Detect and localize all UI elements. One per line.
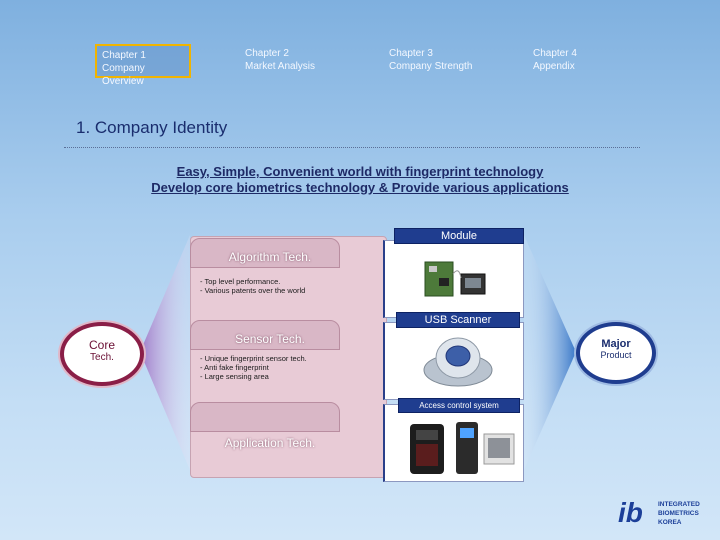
- right-funnel: [524, 235, 576, 470]
- nav-chapter-1-number: Chapter 1: [102, 50, 146, 61]
- nav-chapter-3-title: Company Strength: [389, 61, 473, 72]
- major-title: Major: [601, 338, 631, 350]
- core-circle: Core Tech.: [60, 322, 144, 386]
- sensor-tech-label: Sensor Tech.: [235, 332, 305, 346]
- module-label: Module: [394, 228, 524, 244]
- nav-chapter-3-number: Chapter 3: [389, 48, 433, 59]
- logo-text-1: INTEGRATED: [658, 501, 700, 508]
- major-subtitle: Product: [600, 350, 632, 360]
- section-title: 1. Company Identity: [76, 118, 228, 137]
- sensor-bullets: - Unique fingerprint sensor tech. - Anti…: [200, 354, 307, 381]
- application-tech-label: Application Tech.: [224, 436, 316, 450]
- logo-mark: ib: [618, 497, 643, 528]
- algorithm-tab: [190, 238, 340, 268]
- nav-chapter-1[interactable]: Chapter 1 Company Overview: [95, 44, 191, 87]
- nav-chapter-2[interactable]: Chapter 2 Market Analysis: [240, 44, 340, 78]
- major-circle: Major Product: [576, 322, 656, 384]
- tech-panel: [190, 236, 387, 478]
- module-image: [424, 261, 486, 297]
- nav-chapter-4-number: Chapter 4: [533, 48, 577, 59]
- algorithm-tech-label: Algorithm Tech.: [228, 250, 312, 264]
- nav-chapter-4[interactable]: Chapter 4 Appendix: [528, 44, 608, 78]
- title-divider: [64, 147, 640, 148]
- usb-scanner-image: [423, 337, 493, 387]
- usb-scanner-label: USB Scanner: [396, 312, 520, 328]
- nav-chapter-2-title: Market Analysis: [245, 61, 316, 72]
- nav-chapter-1-title: Company Overview: [102, 63, 145, 87]
- company-logo: ib INTEGRATED BIOMETRICS KOREA: [618, 498, 708, 532]
- left-funnel: [140, 235, 190, 470]
- core-title: Core: [88, 338, 115, 352]
- logo-text-3: KOREA: [658, 519, 682, 526]
- tagline-1: Easy, Simple, Convenient world with fing…: [176, 164, 544, 179]
- nav-chapter-2-number: Chapter 2: [245, 48, 289, 59]
- application-tab: [190, 402, 340, 432]
- access-control-label: Access control system: [398, 398, 520, 413]
- sensor-tab: [190, 320, 340, 350]
- nav-chapter-3[interactable]: Chapter 3 Company Strength: [384, 44, 494, 78]
- algorithm-bullets: - Top level performance. - Various paten…: [200, 277, 306, 295]
- tagline-2: Develop core biometrics technology & Pro…: [151, 180, 569, 195]
- logo-text-2: BIOMETRICS: [658, 510, 699, 517]
- access-control-image: [410, 422, 515, 474]
- core-subtitle: Tech.: [90, 352, 114, 363]
- nav-chapter-4-title: Appendix: [533, 61, 575, 72]
